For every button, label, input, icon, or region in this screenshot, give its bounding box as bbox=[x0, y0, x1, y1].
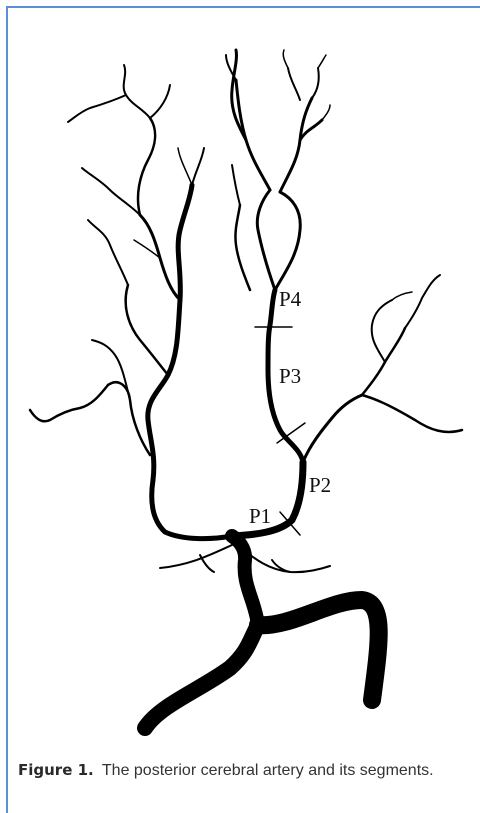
figure-caption: Figure 1. The posterior cerebral artery … bbox=[18, 760, 458, 781]
p1-segment bbox=[152, 462, 303, 539]
artery-diagram: P4 P3 P2 P1 bbox=[8, 8, 480, 753]
segment-label-p2: P2 bbox=[309, 473, 331, 497]
segment-label-p1: P1 bbox=[249, 504, 271, 528]
p4-distal-branches bbox=[226, 50, 330, 290]
segment-label-p3: P3 bbox=[279, 364, 301, 388]
artery-drawing: P4 P3 P2 P1 bbox=[8, 8, 480, 753]
segment-label-p4: P4 bbox=[279, 287, 302, 311]
left-pca-trunk bbox=[148, 185, 192, 480]
figure-number: Figure 1. bbox=[18, 761, 94, 779]
caption-text: The posterior cerebral artery and its se… bbox=[102, 762, 434, 779]
right-lateral-branch bbox=[303, 275, 462, 462]
